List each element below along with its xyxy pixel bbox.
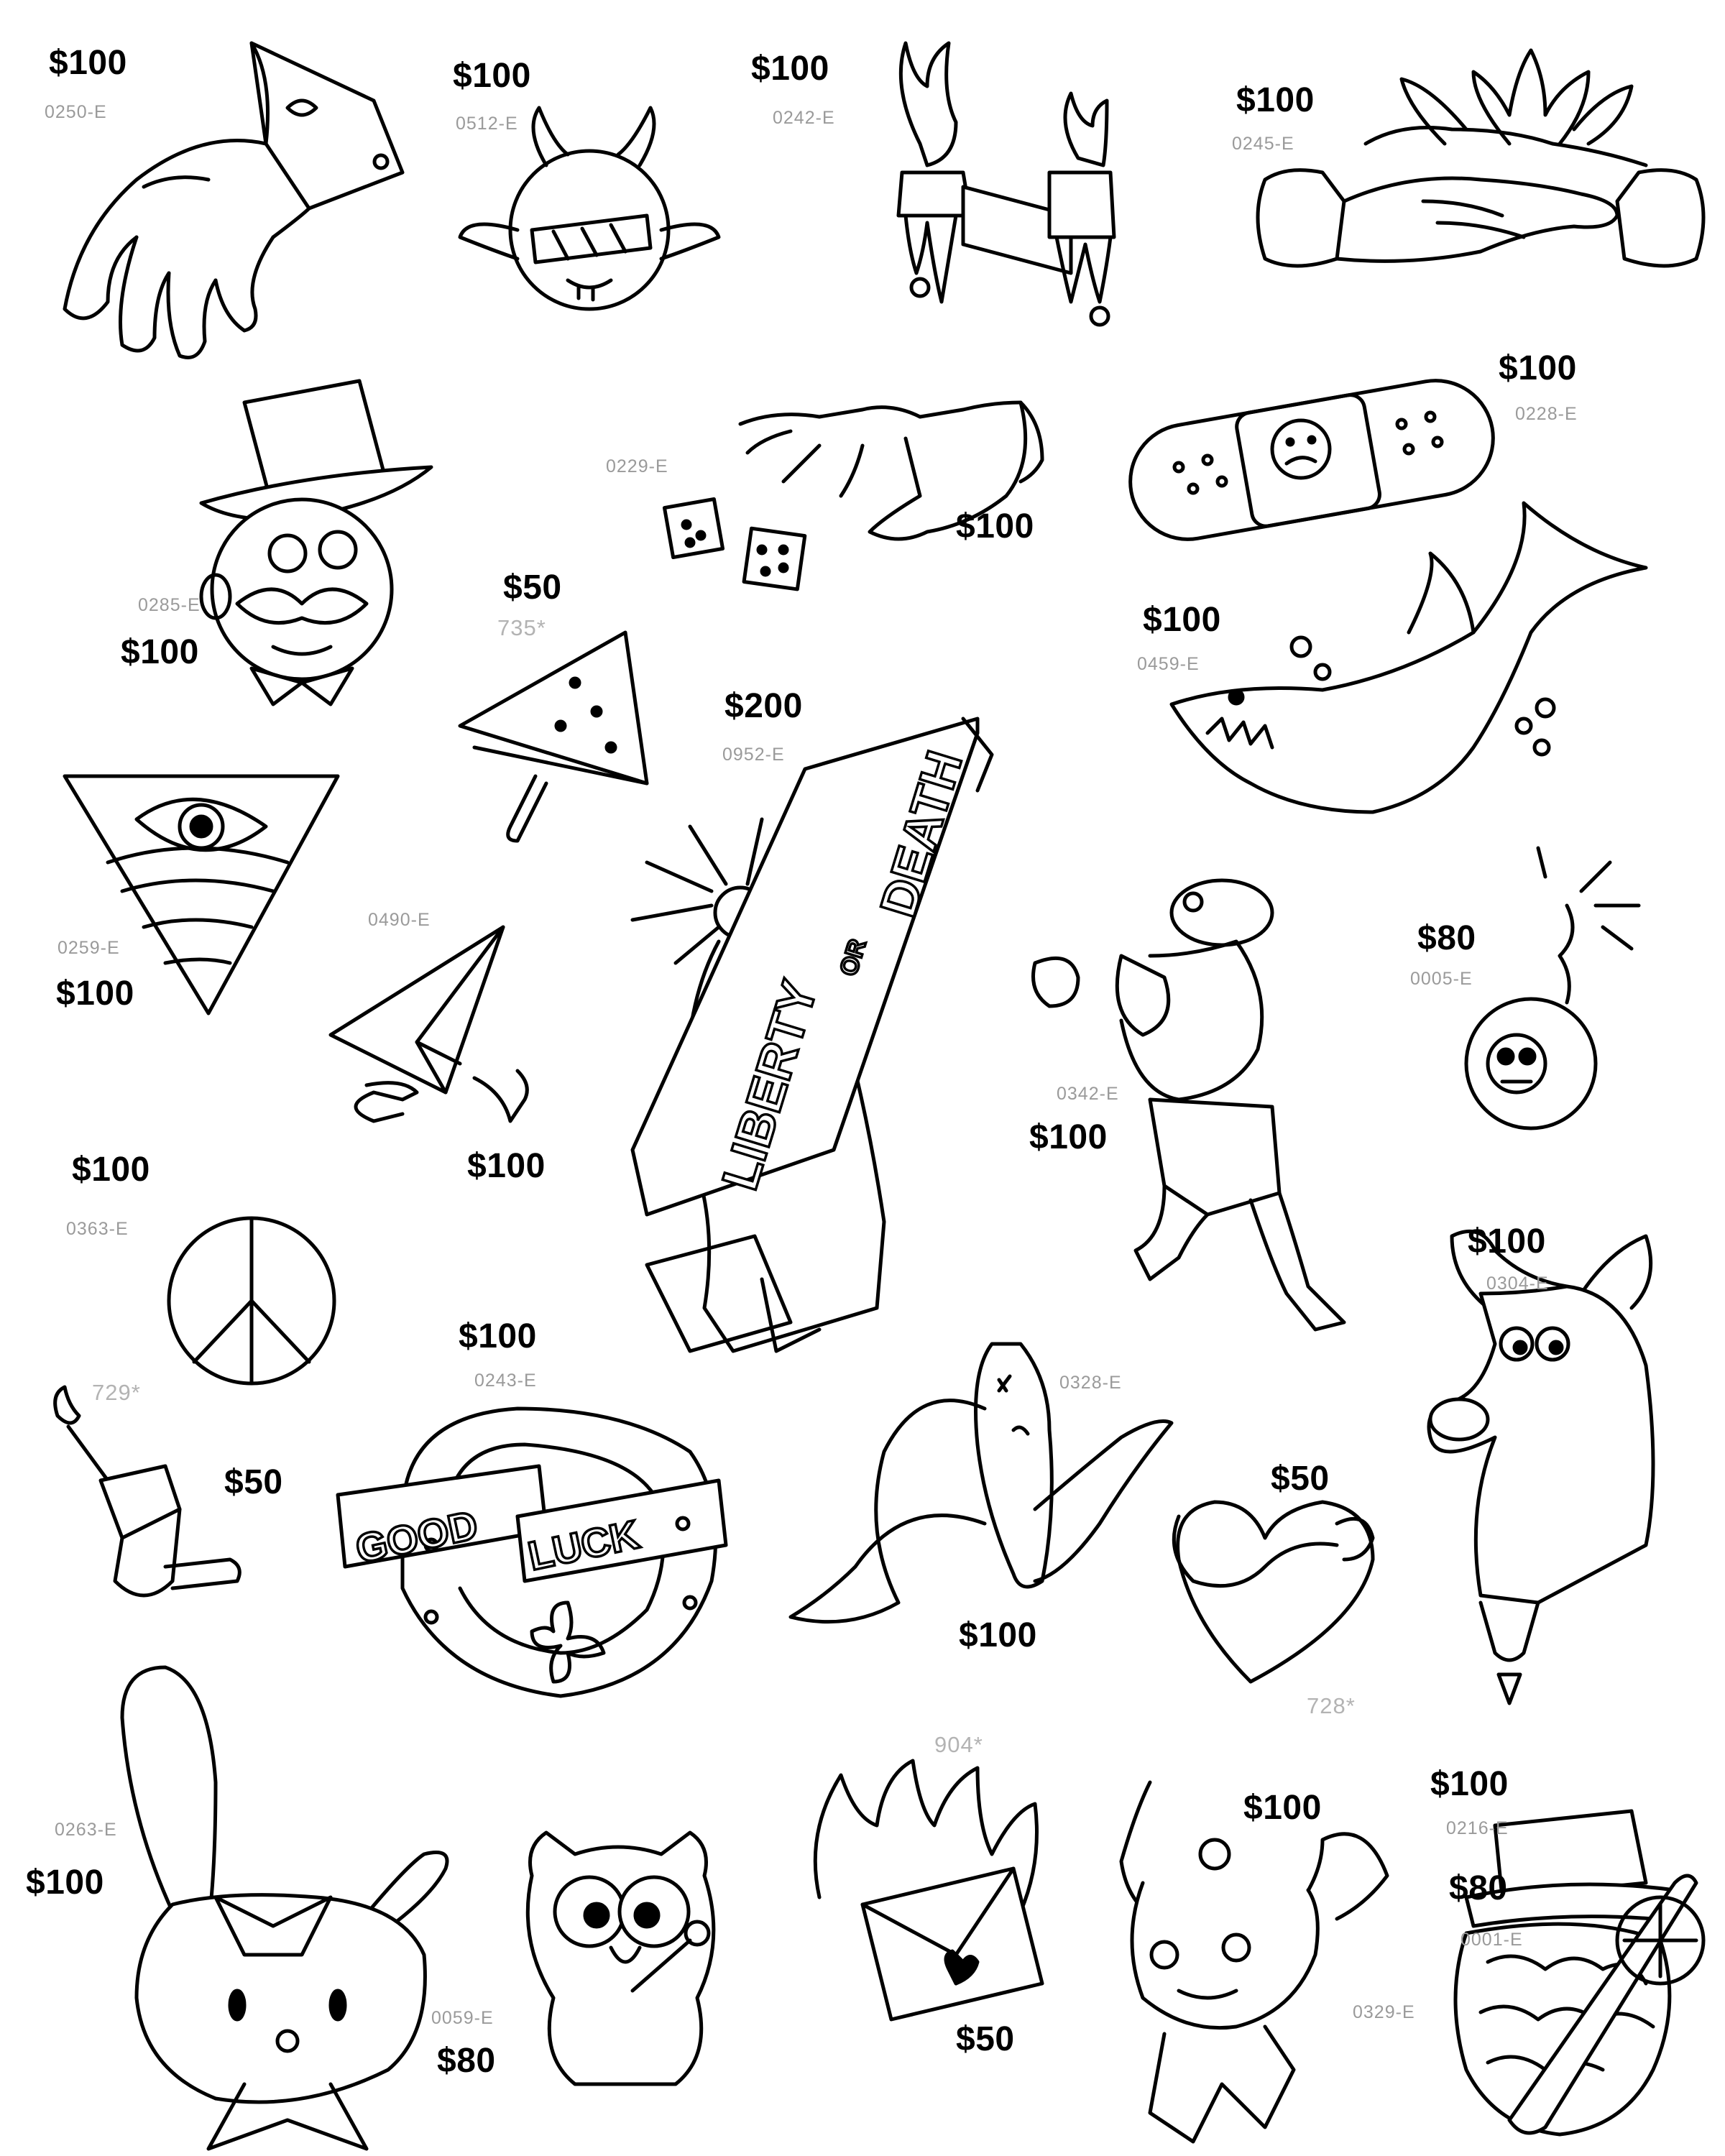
code-label: 0059-E <box>431 2008 494 2028</box>
code-label: 735* <box>497 615 546 640</box>
devil-baby-icon <box>458 106 721 311</box>
paper-airplane-icon <box>328 925 529 1123</box>
monopoly-man-icon <box>199 379 433 706</box>
price-label: $100 <box>1468 1222 1546 1261</box>
code-label: 0952-E <box>722 745 785 765</box>
all-seeing-eye-icon <box>63 774 340 1015</box>
code-label: 0304-E <box>1486 1273 1549 1294</box>
push-pin-candle-icon <box>53 1385 242 1598</box>
code-label: 0005-E <box>1410 969 1473 989</box>
zombie-banana-icon <box>788 1342 1174 1624</box>
boxing-frog-icon <box>1031 878 1346 1332</box>
code-label: 0243-E <box>474 1370 537 1391</box>
burning-letter-icon <box>813 1759 1044 2022</box>
my-melody-icon <box>120 1665 449 2151</box>
price-label: $100 <box>467 1147 546 1185</box>
price-label: $100 <box>1143 601 1221 639</box>
code-label: 0459-E <box>1137 654 1200 674</box>
price-label: $100 <box>49 44 127 82</box>
price-label: $200 <box>724 687 803 725</box>
price-label: $80 <box>1449 1869 1508 1907</box>
price-label: $100 <box>1430 1765 1509 1803</box>
price-label: $100 <box>1236 81 1315 119</box>
code-label: 0285-E <box>138 595 201 615</box>
code-label: 0228-E <box>1515 404 1578 424</box>
flexing-heart-icon <box>1172 1500 1375 1684</box>
code-label: 729* <box>92 1380 141 1405</box>
price-label: $100 <box>459 1317 537 1355</box>
price-label: $100 <box>1499 349 1577 387</box>
price-label: $100 <box>1029 1118 1108 1156</box>
price-label: $100 <box>121 633 199 671</box>
code-label: 0259-E <box>58 938 120 958</box>
code-label: 0229-E <box>606 456 668 476</box>
peace-sign-icon <box>167 1216 336 1386</box>
watermelon-popsicle-icon <box>458 630 649 843</box>
handshake-lotus-icon <box>1256 48 1706 268</box>
price-label: $50 <box>224 1463 283 1501</box>
price-label: $50 <box>956 2020 1015 2058</box>
brain-bat-icon <box>1453 1809 1706 2137</box>
code-label: 0245-E <box>1232 134 1294 154</box>
price-label: $100 <box>72 1151 150 1189</box>
price-label: $100 <box>959 1616 1037 1654</box>
code-label: 0342-E <box>1057 1084 1119 1104</box>
kuromi-icon <box>1119 1780 1389 2144</box>
code-label: 0216-E <box>1446 1818 1509 1838</box>
price-label: $100 <box>453 57 531 95</box>
skeleton-hand-dice-icon <box>662 400 1044 591</box>
code-label: 0263-E <box>55 1820 117 1840</box>
price-label: $50 <box>1271 1460 1330 1498</box>
code-label: 904* <box>934 1732 983 1757</box>
price-label: $100 <box>26 1864 104 1902</box>
price-label: $50 <box>503 568 562 607</box>
code-label: 0328-E <box>1059 1373 1122 1393</box>
code-label: 0242-E <box>773 108 835 128</box>
code-label: 0001-E <box>1460 1930 1523 1950</box>
price-label: $100 <box>956 507 1034 545</box>
code-label: 0329-E <box>1353 2002 1415 2022</box>
shark-icon <box>1169 501 1648 814</box>
pointing-hand-icon <box>63 41 405 359</box>
owl-lollipop-icon <box>525 1830 716 2086</box>
code-label: 728* <box>1307 1693 1356 1718</box>
price-label: $100 <box>56 975 134 1013</box>
skull-bomb-icon <box>1464 846 1641 1130</box>
sad-bandaid-icon <box>1128 379 1495 541</box>
liberty-skeleton-banner-icon <box>630 717 994 1353</box>
price-label: $80 <box>437 2042 496 2080</box>
code-label: 0250-E <box>45 102 107 122</box>
good-luck-horseshoe-icon <box>336 1406 728 1698</box>
code-label: 0512-E <box>456 114 518 134</box>
price-label: $100 <box>1243 1789 1322 1827</box>
price-label: $80 <box>1417 919 1476 957</box>
code-label: 0363-E <box>66 1219 129 1239</box>
code-label: 0490-E <box>368 910 431 930</box>
burning-candles-icon <box>896 41 1116 327</box>
scooby-doo-icon <box>1427 1229 1655 1705</box>
price-label: $100 <box>751 50 829 88</box>
